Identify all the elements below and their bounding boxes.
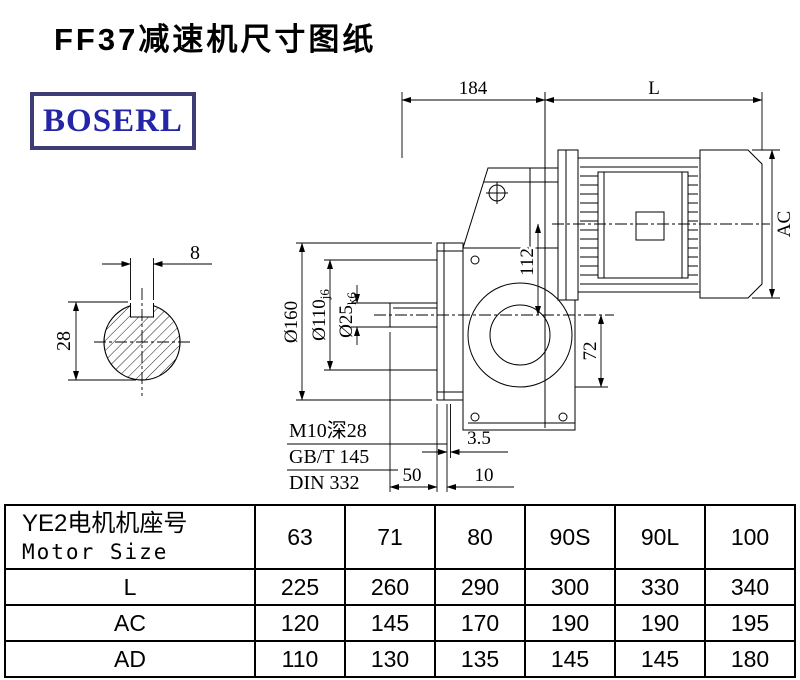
boserl-logo: BOSERL	[30, 92, 196, 150]
motor-size-header-cell: YE2电机机座号 Motor Size	[4, 504, 256, 570]
cell-ac-80: 170	[434, 604, 526, 642]
dim-ac-label: AC	[774, 211, 795, 237]
row-label-ad: AD	[4, 640, 256, 678]
cell-ac-100: 195	[704, 604, 796, 642]
size-col-80: 80	[434, 504, 526, 570]
size-col-90s: 90S	[524, 504, 616, 570]
note-m10-label: M10深28	[289, 419, 367, 442]
table-row-ac: AC 120 145 170 190 190 195	[4, 604, 796, 642]
cell-l-71: 260	[344, 568, 436, 606]
cell-ad-90s: 145	[524, 640, 616, 678]
dim-l-label: L	[648, 78, 660, 99]
row-label-ac: AC	[4, 604, 256, 642]
motor-size-table: YE2电机机座号 Motor Size 63 71 80 90S 90L 100…	[4, 504, 796, 678]
note-gbt-label: GB/T 145	[289, 446, 369, 468]
cell-l-80: 290	[434, 568, 526, 606]
motor-body	[577, 157, 701, 293]
cell-l-63: 225	[254, 568, 346, 606]
page-title: FF37减速机尺寸图纸	[54, 22, 377, 57]
dimension-labels: 184 L AC 112 72 Ø160 Ø110j6 Ø25k6 8 28 3…	[53, 78, 795, 494]
cell-ac-90l: 190	[614, 604, 706, 642]
dim-d160-label: Ø160	[281, 301, 302, 343]
cell-ad-71: 130	[344, 640, 436, 678]
cell-l-100: 340	[704, 568, 796, 606]
dim-3-5-label: 3.5	[467, 428, 491, 449]
gearbox-housing	[462, 247, 576, 431]
cell-ac-63: 120	[254, 604, 346, 642]
dim-d110-label: Ø110j6	[309, 289, 332, 341]
cell-l-90l: 330	[614, 568, 706, 606]
size-col-100: 100	[704, 504, 796, 570]
dim-10-label: 10	[475, 465, 494, 486]
boserl-logo-text: BOSERL	[43, 102, 183, 139]
row-label-l: L	[4, 568, 256, 606]
cell-ad-100: 180	[704, 640, 796, 678]
motor-size-header-cn: YE2电机机座号	[22, 509, 188, 537]
size-col-71: 71	[344, 504, 436, 570]
dim-d25-label: Ø25k6	[336, 292, 359, 338]
dim-112-label: 112	[517, 248, 538, 276]
centerlines	[94, 223, 770, 396]
motor-flange	[557, 149, 579, 301]
dim-8-label: 8	[190, 242, 200, 264]
dim-72-label: 72	[580, 342, 601, 361]
cell-ad-63: 110	[254, 640, 346, 678]
cell-ac-90s: 190	[524, 604, 616, 642]
dim-50-label: 50	[403, 465, 422, 486]
cell-l-90s: 300	[524, 568, 616, 606]
drawing-geometry	[94, 92, 770, 431]
size-col-63: 63	[254, 504, 346, 570]
output-flange	[436, 242, 464, 401]
dim-184-label: 184	[459, 78, 488, 99]
input-housing	[462, 167, 559, 249]
cell-ac-71: 145	[344, 604, 436, 642]
motor-size-header-en: Motor Size	[22, 539, 169, 564]
table-header-row: YE2电机机座号 Motor Size 63 71 80 90S 90L 100	[4, 504, 796, 570]
dimension-lines	[68, 92, 780, 492]
table-row-ad: AD 110 130 135 145 145 180	[4, 640, 796, 678]
table-row-l: L 225 260 290 300 330 340	[4, 568, 796, 606]
cell-ad-80: 135	[434, 640, 526, 678]
size-col-90l: 90L	[614, 504, 706, 570]
dim-28-label: 28	[53, 331, 75, 351]
note-din-label: DIN 332	[289, 472, 360, 494]
cell-ad-90l: 145	[614, 640, 706, 678]
